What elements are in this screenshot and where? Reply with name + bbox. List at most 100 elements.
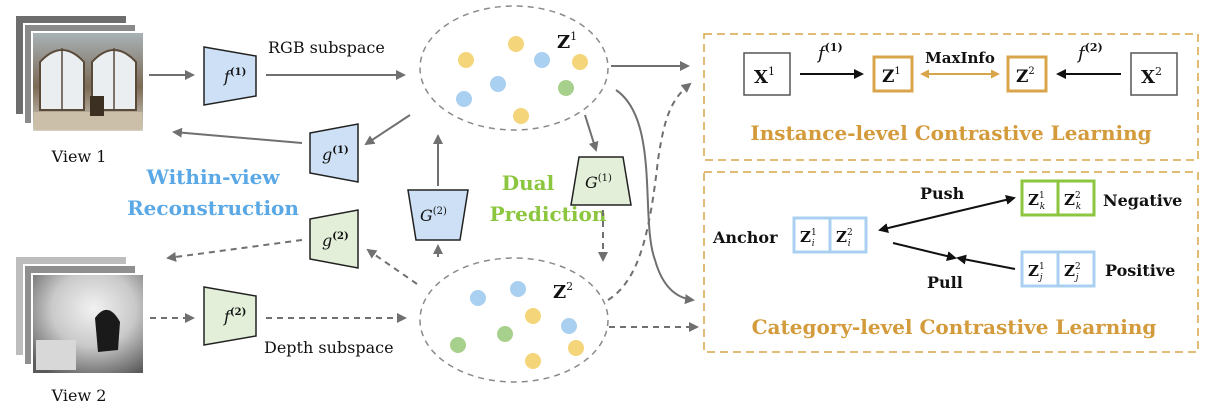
encoder-f1-sup: (1) [230, 67, 246, 78]
push-arrow-anchor [878, 211, 956, 233]
z2-subspace-ellipse [419, 257, 609, 383]
predictor-G1-sup: (1) [598, 173, 612, 184]
view1-image-stack [14, 14, 145, 133]
svg-text:Z1k: Z1k [1028, 191, 1045, 212]
instance-x2-label: X [1141, 67, 1155, 88]
encoder-f1-base: f [223, 67, 233, 86]
svg-text:g(2): g(2) [322, 231, 349, 250]
pull-label: Pull [927, 273, 963, 292]
instance-x2-box: X2 [1130, 52, 1178, 96]
predictor-G1: G(1) [570, 156, 632, 206]
svg-text:f(1): f(1) [223, 67, 246, 86]
instance-x2-sup: 2 [1155, 65, 1162, 78]
neg-z1-sub: k [1040, 202, 1045, 212]
pos-z1-sub: j [1038, 273, 1043, 283]
instance-z1-label: Z [882, 67, 894, 87]
anchor-z2-sup: 2 [847, 228, 853, 238]
pull-arrow-anchor [892, 242, 957, 261]
svg-text:G(2): G(2) [420, 206, 447, 225]
instance-panel [703, 33, 1199, 161]
svg-text:Z1: Z1 [882, 66, 901, 87]
pull-arrow-positive [956, 254, 1016, 270]
instance-z1-sup: 1 [894, 66, 900, 77]
svg-text:Z2: Z2 [1016, 66, 1035, 87]
encoder-f2: f(2) [203, 286, 257, 346]
instance-title: Instance-level Contrastive Learning [750, 121, 1151, 145]
anchor-z1-sub: i [812, 239, 815, 249]
positive-label: Positive [1105, 261, 1175, 280]
svg-text:Z2j: Z2j [1064, 262, 1081, 283]
predictor-G2-sup: (2) [433, 206, 447, 217]
view2-label: View 2 [51, 386, 107, 405]
instance-f2-sup: (2) [1085, 41, 1103, 54]
neg-z1-sup: 1 [1039, 191, 1045, 201]
neg-z2-label: Z [1064, 191, 1075, 209]
instance-x1-box: X1 [743, 52, 791, 96]
category-title: Category-level Contrastive Learning [752, 315, 1157, 339]
decoder-g1: g(1) [309, 123, 359, 183]
z2-subspace-label: Z [553, 282, 566, 303]
predictor-G1-base: G [585, 173, 598, 192]
neg-z1-label: Z [1028, 191, 1039, 209]
decoder-g2-base: g [322, 231, 332, 250]
instance-x1-sup: 1 [768, 65, 775, 78]
predictor-G2: G(2) [407, 189, 469, 241]
z1-subspace-sup: 1 [570, 30, 577, 43]
view2-image-stack [14, 255, 145, 375]
neg-z2-sup: 2 [1075, 191, 1081, 201]
z1-points [456, 36, 588, 124]
pos-z2-sup: 2 [1075, 262, 1081, 272]
predictor-G2-base: G [420, 206, 433, 225]
encoder-f2-sup: (2) [230, 307, 246, 318]
category-panel [703, 171, 1199, 353]
instance-z2-box: Z2 [1006, 55, 1048, 93]
z2-subspace-sup: 2 [566, 280, 573, 293]
svg-text:Z1: Z1 [557, 30, 577, 53]
instance-x1-label: X [754, 67, 768, 88]
rgb-subspace-label: RGB subspace [268, 38, 385, 57]
z1-subspace-label: Z [557, 32, 570, 53]
push-label: Push [920, 184, 965, 203]
neg-z2-sub: k [1076, 202, 1081, 212]
svg-text:Z2i: Z2i [836, 228, 853, 249]
panel-arrows [607, 61, 699, 332]
negative-label: Negative [1103, 191, 1182, 210]
svg-text:X1: X1 [754, 65, 775, 88]
decoder-g1-base: g [322, 145, 332, 164]
svg-text:Z1i: Z1i [800, 228, 817, 249]
instance-f1-sup: (1) [825, 41, 843, 54]
svg-text:f(1): f(1) [816, 41, 843, 64]
within-view-label: Within-view [145, 165, 280, 189]
pos-z2-label: Z [1064, 262, 1075, 280]
push-arrow-negative [954, 194, 1016, 213]
decoder-g2: g(2) [309, 209, 359, 269]
instance-z2-sup: 2 [1028, 66, 1034, 77]
pos-z2-sub: j [1074, 273, 1079, 283]
left-arrows [149, 70, 608, 323]
svg-text:Z2: Z2 [553, 280, 573, 303]
svg-text:f(2): f(2) [223, 307, 246, 326]
z2-points [450, 281, 584, 369]
z1-subspace-ellipse [419, 5, 609, 131]
encoder-f1: f(1) [203, 46, 257, 106]
pos-z1-label: Z [1028, 262, 1039, 280]
encoder-f2-base: f [223, 307, 233, 326]
svg-text:Z2k: Z2k [1064, 191, 1081, 212]
anchor-label: Anchor [712, 228, 778, 247]
svg-text:f(2): f(2) [1076, 41, 1103, 64]
depth-subspace-label: Depth subspace [264, 338, 394, 357]
dual-label: Dual [502, 171, 555, 195]
svg-text:g(1): g(1) [322, 145, 349, 164]
decoder-g2-sup: (2) [332, 231, 348, 242]
anchor-z2-sub: i [848, 239, 851, 249]
anchor-z1-label: Z [800, 228, 811, 246]
reconstruction-label: Reconstruction [127, 196, 299, 220]
svg-text:X2: X2 [1141, 65, 1162, 88]
svg-text:G(1): G(1) [585, 173, 612, 192]
svg-text:Z1j: Z1j [1028, 262, 1045, 283]
instance-z1-box: Z1 [872, 55, 914, 93]
